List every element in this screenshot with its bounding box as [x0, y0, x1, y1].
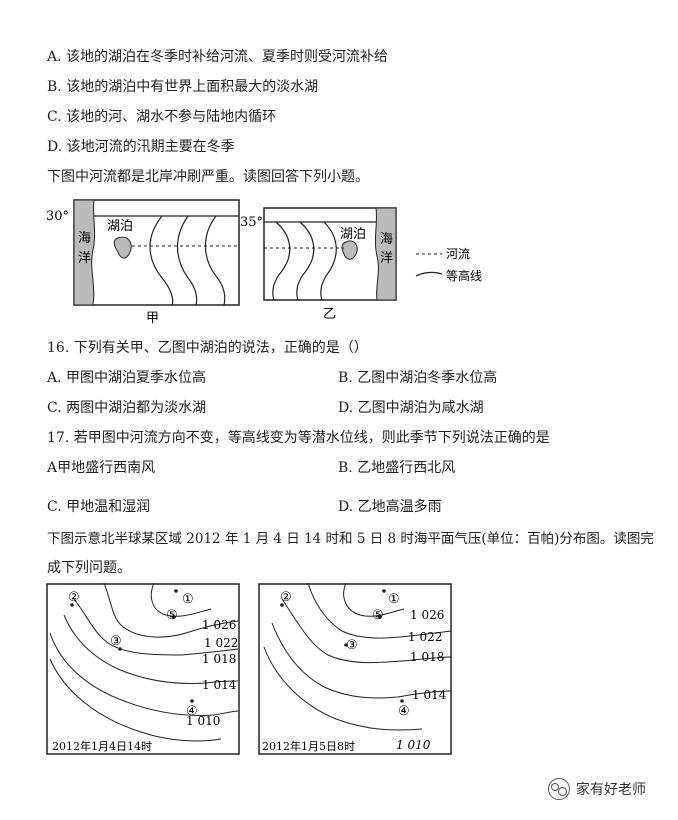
right-isobar-1010: 1 010 — [396, 738, 431, 752]
left-isobar-1010-curve — [49, 632, 239, 716]
left-isobar-1018-curve — [73, 598, 239, 656]
yi-sea-label-1: 海 — [380, 232, 393, 247]
left-isobar-1010: 1 010 — [186, 714, 220, 728]
pressure-map-left: 1 026 1 022 1 018 1 014 1 010 ① ② ③ ④ ⑤ … — [46, 583, 240, 755]
right-point-4: ④ — [398, 704, 410, 719]
intro-text-2-line-2: 成下列问题。 — [47, 560, 131, 576]
yi-contour-1 — [272, 221, 291, 301]
left-point-1: ① — [182, 592, 194, 607]
q17-stem: 17. 若甲图中河流方向不变，等高线变为等潜水位线，则此季节下列说法正确的是 — [47, 430, 550, 446]
yi-lake-label: 湖泊 — [340, 227, 366, 242]
option-a: A. 该地的湖泊在冬季时补给河流、夏季时则受河流补给 — [47, 49, 389, 65]
option-d: D. 该地河流的汛期主要在冬季 — [47, 139, 235, 155]
q17-option-a: A甲地盛行西南风 — [47, 460, 156, 476]
left-isobar-1014-curve — [63, 614, 239, 684]
right-point-3: ③ — [346, 638, 358, 653]
q16-option-a: A. 甲图中湖泊夏季水位高 — [47, 370, 207, 386]
q16-option-d: D. 乙图中湖泊为咸水湖 — [338, 400, 484, 416]
jia-contour-1 — [149, 215, 174, 306]
right-map-frame — [258, 583, 452, 755]
q16-option-b: B. 乙图中湖泊冬季水位高 — [338, 370, 498, 386]
right-isobar-1026-curve — [343, 583, 405, 617]
left-isobar-1026-curve — [150, 583, 212, 617]
right-isobar-1018: 1 018 — [410, 650, 444, 664]
left-isobar-1022: 1 022 — [204, 636, 238, 650]
right-isobar-1014: 1 014 — [412, 688, 447, 702]
legend-contour-label: 等高线 — [446, 268, 482, 283]
river-lake-figure: 30° 海 洋 湖泊 甲 35° 海 洋 湖泊 乙 河流 等高线 — [46, 199, 482, 326]
q16-stem: 16. 下列有关甲、乙图中湖泊的说法，正确的是（） — [47, 340, 368, 356]
right-isobar-1022: 1 022 — [408, 630, 442, 644]
left-isobar-1014: 1 014 — [202, 678, 237, 692]
right-isobar-1026: 1 026 — [410, 608, 444, 622]
yi-label: 乙 — [323, 307, 336, 322]
right-isobar-1010-curve — [263, 646, 423, 731]
right-isobar-1014-curve — [271, 622, 452, 699]
intro-text-1: 下图中河流都是北岸冲刷严重。读图回答下列小题。 — [47, 169, 369, 185]
yi-lake — [341, 240, 358, 260]
q17-option-c: C. 甲地温和湿润 — [47, 499, 151, 515]
jia-sea — [73, 199, 96, 306]
jia-latitude-label: 30° — [46, 209, 69, 224]
option-c: C. 该地的河、湖水不参与陆地内循环 — [47, 109, 277, 125]
jia-label: 甲 — [146, 311, 159, 326]
jia-contour-3 — [205, 215, 226, 306]
yi-contour-3 — [320, 221, 337, 301]
q17-option-b: B. 乙地盛行西北风 — [338, 460, 456, 476]
pressure-map-figure: 1 026 1 022 1 018 1 014 1 010 ① ② ③ ④ ⑤ … — [46, 583, 452, 755]
left-isobar-1022-curve — [103, 583, 239, 638]
jia-lake — [113, 236, 132, 259]
jia-lake-label: 湖泊 — [107, 219, 133, 234]
right-point-5: ⑤ — [372, 608, 384, 623]
q17-option-d: D. 乙地高温多雨 — [338, 499, 442, 515]
right-isobar-1018-curve — [281, 598, 452, 664]
intro-text-2-line-1: 下图示意北半球某区域 2012 年 1 月 4 日 14 时和 5 日 8 时海… — [47, 531, 654, 547]
right-point-1: ① — [388, 592, 400, 607]
pressure-map-right: 1 026 1 022 1 018 1 014 1 010 ① ② ③ ④ ⑤ … — [258, 583, 452, 755]
right-isobar-1022-curve — [307, 583, 452, 639]
legend-contour-swatch — [415, 271, 443, 277]
legend-river-label: 河流 — [446, 247, 470, 261]
yi-sea — [374, 207, 397, 301]
right-map-caption: 2012年1月5日8时 — [262, 739, 355, 753]
watermark: 家有好老师 — [548, 778, 646, 800]
left-point-4: ④ — [186, 704, 198, 719]
jia-sea-label-1: 海 — [78, 231, 91, 246]
option-b: B. 该地的湖泊中有世界上面积最大的淡水湖 — [47, 79, 319, 95]
left-point-3: ③ — [110, 634, 122, 649]
left-isobar-1018: 1 018 — [202, 652, 236, 666]
watermark-text: 家有好老师 — [576, 782, 646, 798]
yi-latitude-label: 35° — [240, 215, 263, 230]
yi-contour-2 — [296, 221, 315, 301]
jia-contour-2 — [177, 215, 198, 306]
left-map-caption: 2012年1月4日14时 — [52, 739, 152, 753]
yi-sea-label-2: 洋 — [380, 251, 393, 266]
jia-sea-label-2: 洋 — [78, 251, 91, 266]
left-point-2: ② — [68, 590, 80, 605]
right-point-2: ② — [280, 590, 292, 605]
left-isobar-extra-curve — [49, 658, 222, 742]
q16-option-c: C. 两图中湖泊都为淡水湖 — [47, 400, 207, 416]
left-isobar-1026: 1 026 — [202, 618, 236, 632]
left-point-5: ⑤ — [166, 608, 178, 623]
wechat-icon — [548, 778, 570, 800]
left-map-frame — [46, 583, 240, 755]
